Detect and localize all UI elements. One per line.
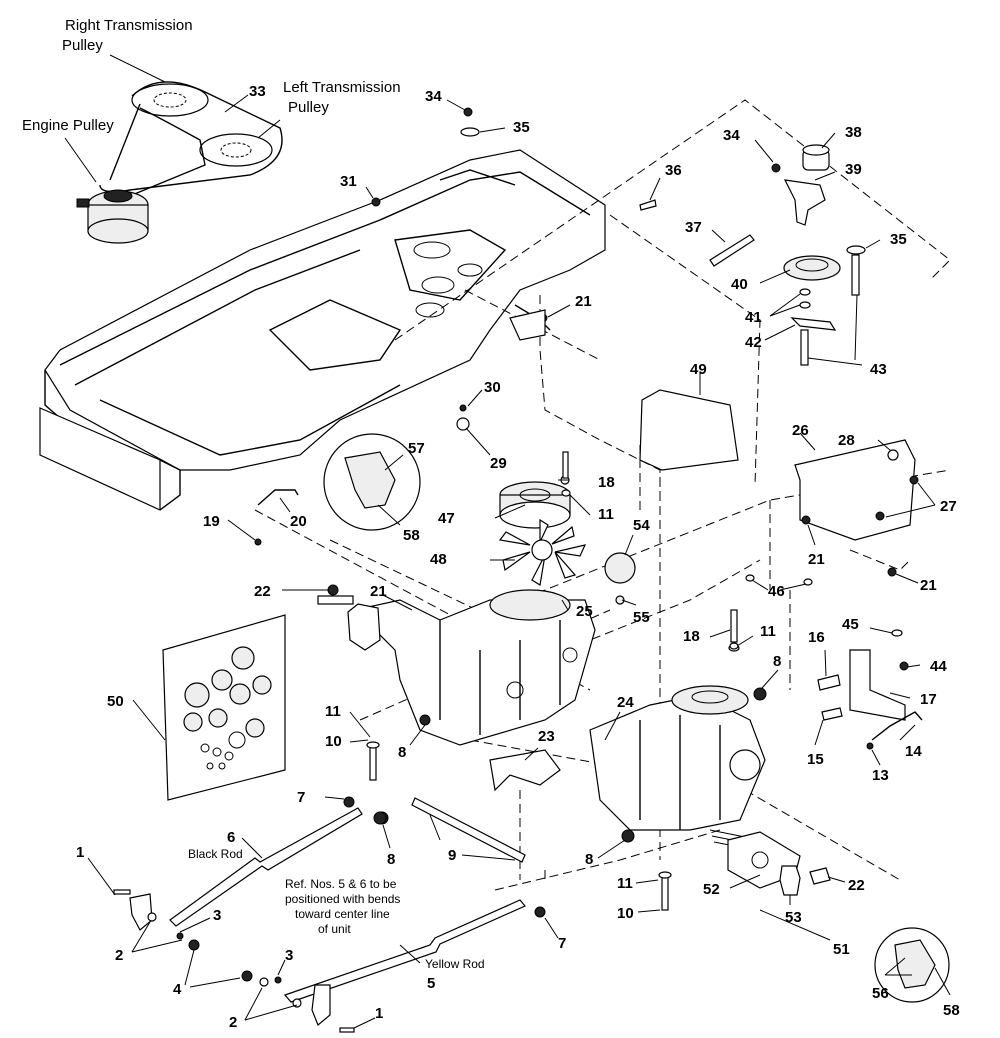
callout-44: 44: [930, 658, 947, 675]
shift-rods: [113, 796, 546, 1033]
callout-2b: 2: [229, 1014, 237, 1031]
callout-52: 52: [703, 881, 720, 898]
hardware-parts: [254, 197, 923, 911]
callout-8c: 8: [387, 851, 395, 868]
callout-18b: 18: [683, 628, 700, 645]
callout-17: 17: [920, 691, 937, 708]
callout-21c: 21: [920, 577, 937, 594]
callout-42: 42: [745, 334, 762, 351]
callout-41: 41: [745, 309, 762, 326]
callout-15: 15: [807, 751, 824, 768]
callout-51: 51: [833, 941, 850, 958]
callout-7b: 7: [558, 935, 566, 952]
callout-21d: 21: [370, 583, 387, 600]
callout-1b: 1: [375, 1005, 383, 1022]
callout-49: 49: [690, 361, 707, 378]
callout-21: 21: [575, 293, 592, 310]
callout-35b: 35: [890, 231, 907, 248]
callout-5: 5: [427, 975, 435, 992]
callout-34b: 34: [723, 127, 740, 144]
callout-36: 36: [665, 162, 682, 179]
callout-26: 26: [792, 422, 809, 439]
callout-numbers: 33 34 35 31 36 37 34 38 39 35 40 41 42 4…: [76, 83, 960, 1031]
callout-21b: 21: [808, 551, 825, 568]
callout-55: 55: [633, 609, 650, 626]
callout-31: 31: [340, 173, 357, 190]
callout-28: 28: [838, 432, 855, 449]
callout-53: 53: [785, 909, 802, 926]
callout-1: 1: [76, 844, 84, 861]
note-line-1: Ref. Nos. 5 & 6 to be: [285, 877, 397, 891]
callout-8d: 8: [585, 851, 593, 868]
callout-3b: 3: [285, 947, 293, 964]
callout-24: 24: [617, 694, 634, 711]
callout-47: 47: [438, 510, 455, 527]
callout-19: 19: [203, 513, 220, 530]
callout-43: 43: [870, 361, 887, 378]
callout-40: 40: [731, 276, 748, 293]
callout-35: 35: [513, 119, 530, 136]
label-right-transmission-pulley-line1: Right Transmission: [65, 17, 193, 34]
frame-chassis: [39, 149, 606, 511]
callout-4: 4: [173, 981, 182, 998]
label-left-transmission-pulley-line2: Pulley: [288, 99, 329, 116]
callout-58b: 58: [943, 1002, 960, 1019]
callout-25: 25: [576, 603, 593, 620]
callout-38: 38: [845, 124, 862, 141]
callout-11d: 11: [617, 875, 633, 892]
callout-13: 13: [872, 767, 889, 784]
callout-48: 48: [430, 551, 447, 568]
label-black-rod: Black Rod: [188, 847, 243, 861]
callout-8b: 8: [398, 744, 406, 761]
callout-22: 22: [254, 583, 271, 600]
callout-50: 50: [107, 693, 124, 710]
callout-57: 57: [408, 440, 425, 457]
callout-29: 29: [490, 455, 507, 472]
callout-18: 18: [598, 474, 615, 491]
callout-33: 33: [249, 83, 266, 100]
callout-34: 34: [425, 88, 442, 105]
note-line-2: positioned with bends: [285, 892, 400, 906]
callout-9: 9: [448, 847, 456, 864]
callout-6: 6: [227, 829, 235, 846]
label-yellow-rod: Yellow Rod: [425, 957, 485, 971]
callout-16: 16: [808, 629, 825, 646]
callout-3: 3: [213, 907, 221, 924]
kit-boxes: [162, 433, 950, 1003]
callout-46: 46: [768, 583, 785, 600]
callout-37: 37: [685, 219, 702, 236]
callout-2: 2: [115, 947, 123, 964]
text-labels: Right Transmission Pulley Left Transmiss…: [22, 17, 485, 971]
callout-58: 58: [403, 527, 420, 544]
belt-and-pulleys: [76, 81, 283, 244]
label-left-transmission-pulley-line1: Left Transmission: [283, 79, 401, 96]
callout-39: 39: [845, 161, 862, 178]
callout-56: 56: [872, 985, 889, 1002]
callout-10b: 10: [617, 905, 634, 922]
callout-27: 27: [940, 498, 957, 515]
callout-8: 8: [773, 653, 781, 670]
label-right-transmission-pulley-line2: Pulley: [62, 37, 103, 54]
callout-20: 20: [290, 513, 307, 530]
callout-7: 7: [297, 789, 305, 806]
label-engine-pulley: Engine Pulley: [22, 117, 114, 134]
callout-11: 11: [598, 506, 614, 523]
callout-23: 23: [538, 728, 555, 745]
callout-10: 10: [325, 733, 342, 750]
leader-lines: [64, 54, 951, 1029]
transmission-assemblies: [317, 451, 831, 896]
note-line-3: toward center line: [295, 907, 390, 921]
callout-54: 54: [633, 517, 650, 534]
callout-11c: 11: [325, 703, 341, 720]
note-line-4: of unit: [318, 922, 351, 936]
callout-45: 45: [842, 616, 859, 633]
callout-11b: 11: [760, 623, 776, 640]
callout-14: 14: [905, 743, 922, 760]
callout-30: 30: [484, 379, 501, 396]
callout-22b: 22: [848, 877, 865, 894]
